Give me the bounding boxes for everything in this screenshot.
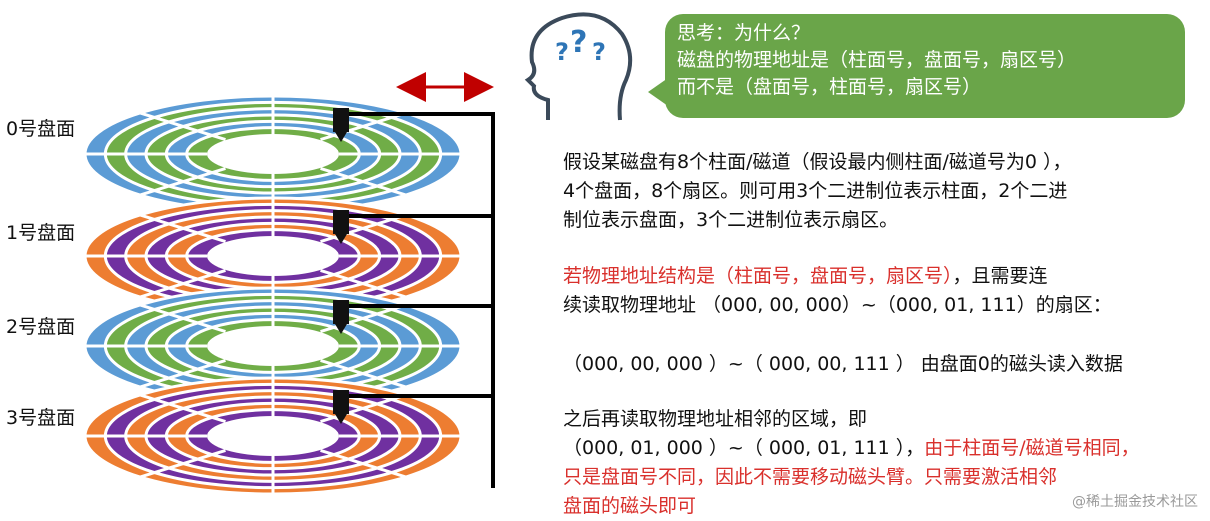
platter-stack [83,94,463,496]
conclusion-range: （000, 01, 000 ）~（ 000, 01, 111 ）， [563,437,925,459]
speech-bubble-tail [648,78,668,106]
conclusion-line-4: 盘面的磁头即可 [563,495,697,517]
platter-label-2: 2号盘面 [6,316,76,338]
head-tip [335,132,347,142]
thinking-head-icon: ? ? ? [524,12,633,121]
platter-0 [83,94,463,214]
spindle-hole [207,134,339,174]
head-tip [335,234,347,244]
spindle-hole [207,236,339,276]
platter-label-3: 3号盘面 [6,407,76,429]
sector-divider [137,166,226,198]
conclusion-line-2: （000, 01, 000 ）~（ 000, 01, 111 ），由于柱面号/磁… [563,434,1140,463]
platter-3 [83,376,463,496]
sector-divider [320,392,409,424]
bubble-line-3: 而不是（盘面号，柱面号，扇区号） [677,76,982,98]
sector-divider [320,302,409,334]
platter-label-1: 1号盘面 [6,222,76,244]
sector-divider [320,110,409,142]
read-write-head [333,210,349,234]
svg-text:?: ? [555,38,569,66]
conclusion-red-start: 由于柱面号/磁道号相同， [924,437,1140,459]
platter-2 [83,286,463,406]
address-structure-paragraph: 若物理地址结构是（柱面号，盘面号，扇区号），且需要连 续读取物理地址 （000,… [563,262,1112,320]
spindle-hole [207,416,339,456]
sector-divider [137,302,226,334]
thought-speech-bubble: 思考：为什么？ 磁盘的物理地址是（柱面号，盘面号，扇区号） 而不是（盘面号，柱面… [665,14,1185,118]
address-structure-line-2: 续读取物理地址 （000, 00, 000）~（000, 01, 111）的扇区… [563,294,1112,316]
address-structure-rest: ，且需要连 [952,265,1048,287]
sector-divider [320,448,409,480]
head-tip [335,324,347,334]
sector-divider [320,212,409,244]
bubble-line-2: 磁盘的物理地址是（柱面号，盘面号，扇区号） [677,49,1077,71]
sector-divider [320,166,409,198]
conclusion-line-3: 只是盘面号不同，因此不需要移动磁头臂。只需要激活相邻 [563,466,1058,488]
svg-text:?: ? [570,25,587,60]
sector-divider [137,448,226,480]
spindle-hole [207,326,339,366]
assumption-line-1: 假设某磁盘有8个柱面/磁道（假设最内侧柱面/磁道号为0 ）， [563,151,1072,173]
read-write-head [333,300,349,324]
assumption-paragraph: 假设某磁盘有8个柱面/磁道（假设最内侧柱面/磁道号为0 ）， 4个盘面，8个扇区… [563,148,1072,235]
assumption-line-2: 4个盘面，8个扇区。则可用3个二进制位表示柱面，2个二进 [563,180,1068,202]
head-tip [335,414,347,424]
read-write-head [333,108,349,132]
sector-divider [137,358,226,390]
sector-divider [320,358,409,390]
assumption-line-3: 制位表示盘面，3个二进制位表示扇区。 [563,209,899,231]
sector-divider [137,268,226,300]
conclusion-line-1: 之后再读取物理地址相邻的区域，即 [563,408,868,430]
address-structure-red: 若物理地址结构是（柱面号，盘面号，扇区号） [563,265,953,287]
conclusion-paragraph: 之后再读取物理地址相邻的区域，即 （000, 01, 000 ）~（ 000, … [563,405,1140,521]
head-arm-assembly [333,108,495,488]
bubble-line-1: 思考：为什么？ [677,22,811,44]
sector-divider [320,268,409,300]
read-write-head [333,390,349,414]
address-structure-line-1: 若物理地址结构是（柱面号，盘面号，扇区号），且需要连 [563,262,1112,291]
sector-divider [137,212,226,244]
read-surface-0-line: （000, 00, 000 ）~（ 000, 00, 111 ） 由盘面0的磁头… [563,353,1123,375]
watermark: @稀土掘金技术社区 [1072,494,1198,510]
sector-divider [137,392,226,424]
sector-divider [137,110,226,142]
platter-label-0: 0号盘面 [6,118,76,140]
svg-text:?: ? [592,38,606,66]
